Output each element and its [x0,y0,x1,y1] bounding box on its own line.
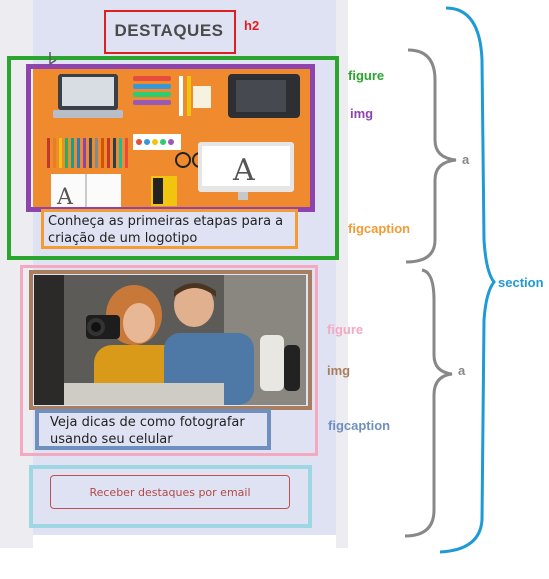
a2-label: a [458,363,466,378]
logo-design-illustration: A A [33,68,310,208]
figcaption2-label: figcaption [328,418,391,433]
photography-illustration [34,275,306,405]
viewport-bottom [33,535,336,548]
figure1-outline [7,56,339,260]
svg-text:A: A [232,153,255,188]
a1-label: a [462,152,470,167]
figcaption2-outline [35,409,271,450]
figure1-label: figure [348,68,385,83]
page-heading: DESTAQUES [114,21,224,40]
figcaption-2: Veja dicas de como fotografar usando seu… [50,415,245,447]
brace-section [439,6,496,554]
email-highlights-button[interactable]: Receber destaques por email [50,475,290,509]
button-outline [29,465,312,528]
h2-label: h2 [244,18,260,33]
brace-a1 [405,48,457,264]
h2-outline [104,10,236,54]
figcaption-1: Conheça as primeiras etapas para a criaç… [48,214,284,246]
logo-design-image[interactable]: A A [33,68,310,208]
img1-label: img [350,106,374,121]
photography-image[interactable] [34,275,306,405]
cursor-mark [49,52,57,66]
svg-text:A: A [56,185,74,208]
figure2-outline [20,265,318,456]
section-label: section [498,275,544,290]
img2-label: img [327,363,351,378]
figcaption1-label: figcaption [348,221,411,236]
img2-outline [29,270,312,410]
figcaption1-outline [41,209,298,249]
figure2-label: figure [327,322,364,337]
brace-a2 [404,268,453,538]
